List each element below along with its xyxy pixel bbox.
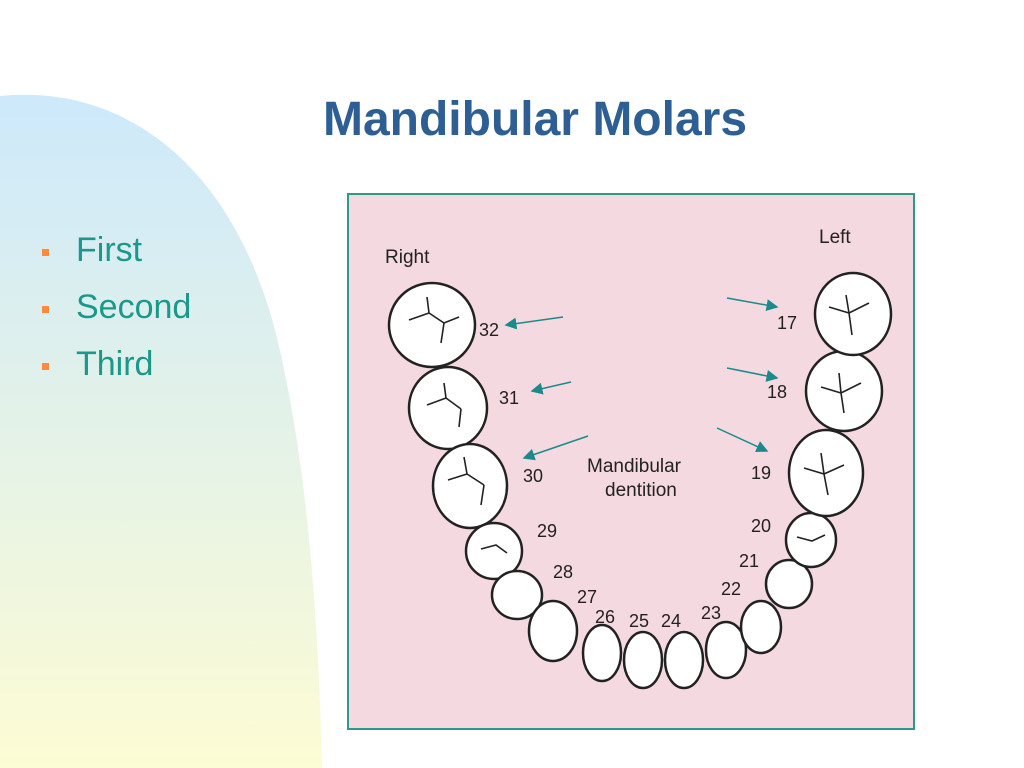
- tooth-number: 20: [751, 516, 771, 536]
- tooth-number: 29: [537, 521, 557, 541]
- bullet-text: Second: [76, 288, 192, 326]
- tooth-number: 26: [595, 607, 615, 627]
- dentition-diagram: Right Left Mandibular dentition 32 31 30…: [347, 193, 915, 730]
- fissure-lines: [408, 294, 870, 554]
- label-left: Left: [819, 227, 851, 248]
- dentition-svg: Right Left Mandibular dentition 32 31 30…: [385, 227, 893, 690]
- tooth-number-labels: 32 31 30 29 28 27 26 25 24 23 22 21 20 1…: [479, 313, 797, 631]
- tooth-number: 21: [739, 551, 759, 571]
- tooth-number: 19: [751, 463, 771, 483]
- tooth-28: [490, 569, 544, 621]
- bullet-list: First Second Third: [42, 222, 191, 393]
- tooth-number: 31: [499, 388, 519, 408]
- tooth-25: [622, 630, 664, 690]
- tooth-21: [764, 558, 814, 610]
- bullet-item: Third: [42, 336, 191, 393]
- label-right: Right: [385, 247, 430, 268]
- tooth-31: [407, 365, 489, 451]
- square-bullet-icon: [42, 249, 49, 256]
- arrow-31: [530, 381, 572, 395]
- arrow-19: [716, 427, 769, 453]
- tooth-number: 27: [577, 587, 597, 607]
- tooth-26: [581, 623, 623, 683]
- tooth-number: 23: [701, 603, 721, 623]
- square-bullet-icon: [42, 306, 49, 313]
- tooth-23: [704, 620, 748, 680]
- tooth-32: [387, 281, 477, 369]
- tooth-number: 22: [721, 579, 741, 599]
- tooth-number: 24: [661, 611, 681, 631]
- tooth-number: 28: [553, 562, 573, 582]
- tooth-number: 32: [479, 320, 499, 340]
- arrow-18: [726, 367, 779, 382]
- arrow-32: [504, 316, 564, 330]
- tooth-number: 17: [777, 313, 797, 333]
- arrow-30: [522, 435, 589, 461]
- tooth-24: [663, 630, 705, 690]
- label-mandibular: Mandibular: [587, 456, 682, 477]
- label-dentition: dentition: [605, 480, 677, 501]
- tooth-17: [813, 271, 893, 357]
- tooth-22: [739, 599, 783, 655]
- square-bullet-icon: [42, 363, 49, 370]
- tooth-27: [527, 599, 579, 663]
- tooth-number: 25: [629, 611, 649, 631]
- bullet-item: Second: [42, 279, 191, 336]
- tooth-number: 30: [523, 466, 543, 486]
- bullet-text: Third: [76, 345, 154, 383]
- arrow-17: [726, 297, 779, 312]
- tooth-29: [464, 521, 524, 581]
- tooth-30: [431, 442, 509, 530]
- bullet-text: First: [76, 231, 143, 269]
- tooth-number: 18: [767, 382, 787, 402]
- slide-title: Mandibular Molars: [322, 93, 748, 146]
- bullet-item: First: [42, 222, 191, 279]
- molar-arrows: [504, 297, 779, 461]
